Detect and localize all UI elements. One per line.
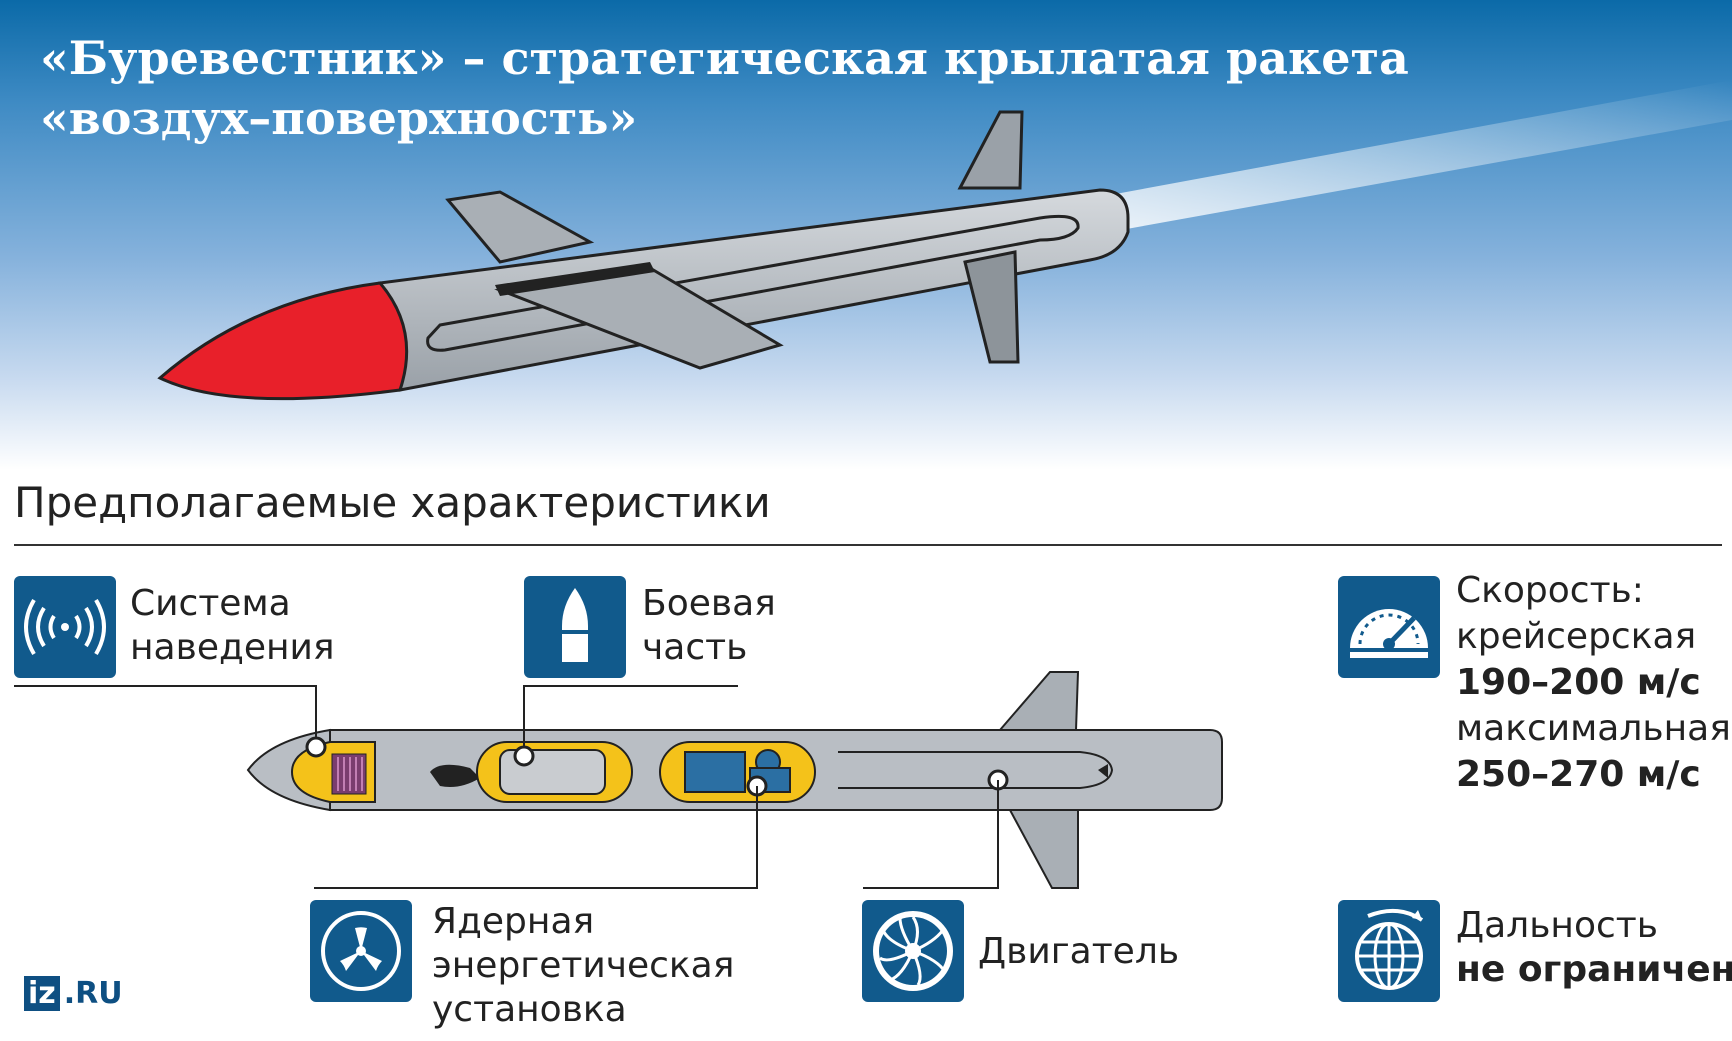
logo-brand: iz bbox=[24, 976, 60, 1011]
speed-heading: Скорость: bbox=[1456, 570, 1644, 611]
globe-icon bbox=[1355, 908, 1424, 990]
reactor-callout-h bbox=[314, 887, 758, 889]
warhead-callout-v bbox=[523, 685, 525, 747]
range-icon-box bbox=[1338, 900, 1440, 1002]
section-divider bbox=[14, 544, 1722, 546]
guidance-callout-dot bbox=[305, 736, 327, 758]
warhead-callout-dot bbox=[513, 745, 535, 767]
missile-cutaway bbox=[246, 671, 1223, 889]
iz-logo: iz.RU bbox=[24, 976, 123, 1011]
warhead-icon bbox=[562, 588, 588, 662]
missile-bottom-fin bbox=[963, 250, 1020, 364]
air-intake bbox=[430, 764, 480, 787]
exhaust-trail bbox=[1110, 80, 1732, 232]
guidance-label: Система наведения bbox=[130, 583, 335, 668]
cutaway-bottom-fin bbox=[1008, 809, 1079, 889]
warhead-icon-box bbox=[524, 576, 626, 678]
guidance-callout-v bbox=[315, 685, 317, 738]
engine-callout-v bbox=[997, 780, 999, 888]
radio-waves-icon bbox=[24, 598, 106, 656]
title-line-1: «Буревестник» – стратегическая крылатая … bbox=[40, 31, 1409, 85]
engine-icon-box bbox=[862, 900, 964, 1002]
range-spec: Дальность не ограничена bbox=[1456, 904, 1732, 992]
missile-body bbox=[378, 188, 1130, 392]
reactor-icon-box bbox=[310, 900, 412, 1002]
reactor-label: Ядерная энергетическая установка bbox=[432, 901, 735, 1030]
logo-suffix: .RU bbox=[63, 976, 123, 1011]
speed-icon-box bbox=[1338, 576, 1440, 678]
warhead-callout-h bbox=[523, 685, 738, 687]
turbine-icon bbox=[873, 911, 953, 991]
reactor-callout-v bbox=[756, 786, 758, 888]
missile-rear-wing bbox=[445, 190, 595, 264]
speed-max-value: 250–270 м/с bbox=[1456, 754, 1701, 795]
speed-spec: Скорость: крейсерская 190–200 м/с максим… bbox=[1456, 568, 1731, 798]
guidance-callout-h bbox=[14, 685, 316, 687]
speed-cruise-label: крейсерская bbox=[1456, 616, 1697, 657]
radiation-icon bbox=[321, 911, 401, 991]
speedometer-icon bbox=[1350, 609, 1428, 658]
page-title: «Буревестник» – стратегическая крылатая … bbox=[40, 28, 1420, 148]
cutaway-top-fin bbox=[997, 671, 1080, 731]
missile-illustration bbox=[157, 80, 1732, 401]
section-title: Предполагаемые характеристики bbox=[14, 478, 771, 527]
range-heading: Дальность bbox=[1456, 905, 1658, 946]
guidance-icon-box bbox=[14, 576, 116, 678]
missile-nose bbox=[157, 281, 409, 401]
title-line-2: «воздух–поверхность» bbox=[40, 91, 638, 145]
speed-cruise-value: 190–200 м/с bbox=[1456, 662, 1701, 703]
engine-callout-h bbox=[863, 887, 999, 889]
missile-top-fin bbox=[957, 110, 1024, 190]
speed-max-label: максимальная bbox=[1456, 708, 1731, 749]
range-value: не ограничена bbox=[1456, 949, 1732, 990]
warhead-label: Боевая часть bbox=[642, 583, 776, 668]
engine-duct bbox=[838, 751, 1114, 789]
engine-label: Двигатель bbox=[978, 931, 1180, 972]
